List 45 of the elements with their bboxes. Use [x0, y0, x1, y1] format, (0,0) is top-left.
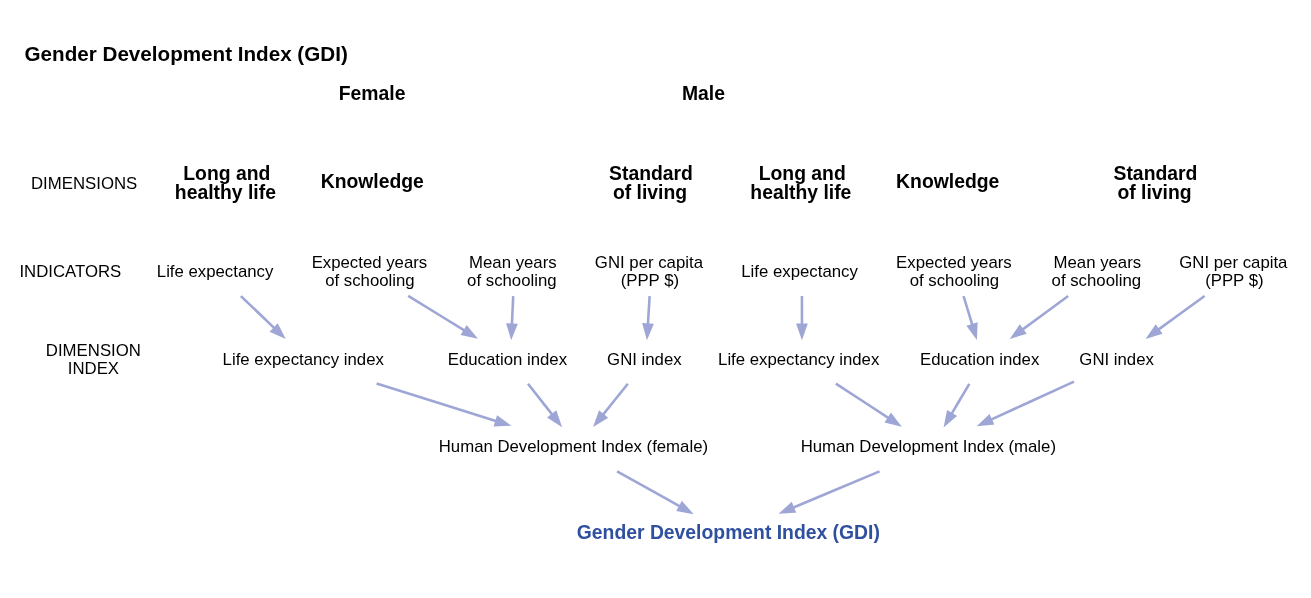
label: INDICATORS	[19, 261, 122, 281]
node-text: Expected years of schooling	[896, 252, 1012, 290]
arrow	[1009, 294, 1069, 339]
diagram-title: Gender Development Index (GDI)	[24, 41, 348, 65]
arrow	[943, 382, 971, 427]
label: Standard of living	[1113, 161, 1198, 203]
node-text: GNI index	[607, 349, 682, 369]
arrow	[962, 295, 978, 340]
label: Standard of living	[609, 161, 693, 203]
node-text: Mean years of schooling	[467, 252, 557, 290]
arrow	[376, 381, 512, 426]
arrow	[526, 382, 563, 427]
node-text: Expected years of schooling	[311, 252, 428, 290]
arrow	[593, 382, 629, 427]
label: DIMENSION INDEX	[45, 340, 141, 378]
node-text: Life expectancy index	[222, 349, 384, 369]
arrow	[1145, 294, 1206, 339]
node-text: Mean years of schooling	[1051, 252, 1142, 290]
label: Female	[338, 81, 406, 104]
arrow	[835, 382, 902, 427]
node-text: GNI per capita (PPP $)	[594, 252, 703, 290]
node-text: Human Development Index (male)	[800, 436, 1056, 456]
arrow	[796, 295, 808, 340]
node-text: Education index	[447, 349, 568, 369]
arrow	[239, 294, 286, 339]
label: Long and healthy life	[750, 161, 852, 203]
node-text: Life expectancy index	[718, 349, 880, 369]
label: Knowledge	[320, 169, 424, 192]
arrow	[778, 469, 881, 514]
node-text: Human Development Index (female)	[438, 436, 709, 456]
arrow	[407, 294, 478, 339]
label: Knowledge	[896, 169, 1000, 192]
node-text: GNI per capita (PPP $)	[1179, 252, 1288, 290]
node-text: GNI index	[1079, 349, 1154, 369]
node-text: Life expectancy	[741, 261, 858, 281]
arrow	[506, 295, 518, 340]
label: DIMENSIONS	[31, 173, 138, 193]
node-text: Education index	[920, 349, 1040, 369]
node-text: Gender Development Index (GDI)	[576, 520, 880, 543]
label: Long and healthy life	[174, 161, 276, 203]
arrow	[616, 469, 694, 514]
label: Male	[681, 81, 725, 104]
node-text: Life expectancy	[156, 261, 274, 281]
arrow	[642, 295, 654, 340]
arrow	[976, 379, 1075, 426]
